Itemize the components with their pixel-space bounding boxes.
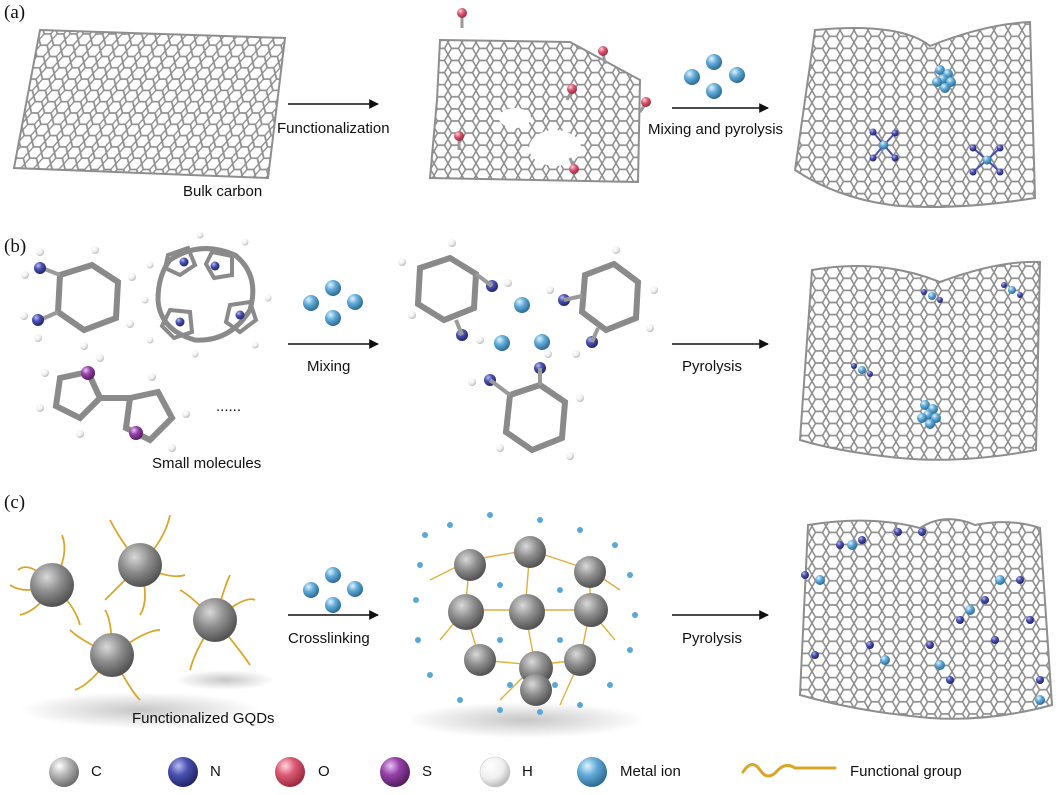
- molecule-porphyrin: [141, 231, 272, 358]
- sulfur-atom-icon: [380, 757, 410, 787]
- functionalized-gqds: [9, 514, 275, 728]
- label-crosslinking: Crosslinking: [288, 630, 370, 647]
- metal-cluster-a: [932, 65, 956, 93]
- ellipsis: ......: [216, 398, 242, 415]
- label-mixing-and-pyrolysis: Mixing and pyrolysis: [648, 121, 784, 138]
- legend-label-n: N: [210, 763, 221, 780]
- functionalized-carbon-sheet: [428, 8, 651, 184]
- legend-label-h: H: [522, 763, 533, 780]
- metal-n4-site: [869, 128, 899, 162]
- metal-cluster-b: [917, 400, 941, 429]
- nitrogen-atom-icon: [168, 757, 198, 787]
- label-pyrolysis-c: Pyrolysis: [682, 630, 743, 647]
- legend-label-s: S: [422, 763, 433, 780]
- metal-ion-icon: [577, 757, 607, 787]
- legend-label-o: O: [318, 763, 330, 780]
- metal-ions-cluster-c: [303, 567, 363, 613]
- doped-carbon-sheet-a: [793, 20, 1037, 208]
- hydrogen-atom-icon: [479, 756, 511, 788]
- legend: C N O S H Metal ion Functional group: [0, 752, 1058, 792]
- carbon-atom-icon: [49, 757, 79, 787]
- crosslinked-gqd-network: [405, 512, 645, 738]
- legend-label-functional-group: Functional group: [850, 763, 962, 780]
- label-mixing: Mixing: [307, 358, 351, 375]
- doped-carbon-sheet-b: [798, 260, 1042, 461]
- bulk-carbon-sheet: [12, 28, 287, 180]
- molecule-diaminobenzene: [20, 246, 136, 350]
- metal-n4-site: [969, 144, 1004, 176]
- oxygen-group-markers: [454, 8, 651, 174]
- molecules-with-metal-ions: [398, 239, 658, 460]
- label-functionalization: Functionalization: [277, 120, 390, 137]
- oxygen-atom-icon: [275, 757, 305, 787]
- panel-label-b: (b): [4, 236, 27, 257]
- panel-label-c: (c): [4, 492, 26, 513]
- metal-ions-cluster-a: [684, 54, 745, 99]
- metal-ions-cluster-b: [303, 280, 363, 326]
- doped-carbon-sheet-c: [798, 518, 1054, 720]
- functional-group-icon: [741, 763, 837, 778]
- molecule-bithiophene: [36, 354, 190, 452]
- panel-label-a: (a): [4, 2, 26, 23]
- label-pyrolysis-b: Pyrolysis: [682, 358, 743, 375]
- caption-small-molecules: Small molecules: [152, 455, 262, 472]
- legend-label-c: C: [91, 763, 102, 780]
- legend-label-metal-ion: Metal ion: [620, 763, 681, 780]
- caption-functionalized-gqds: Functionalized GQDs: [132, 710, 275, 727]
- caption-bulk-carbon: Bulk carbon: [183, 183, 263, 200]
